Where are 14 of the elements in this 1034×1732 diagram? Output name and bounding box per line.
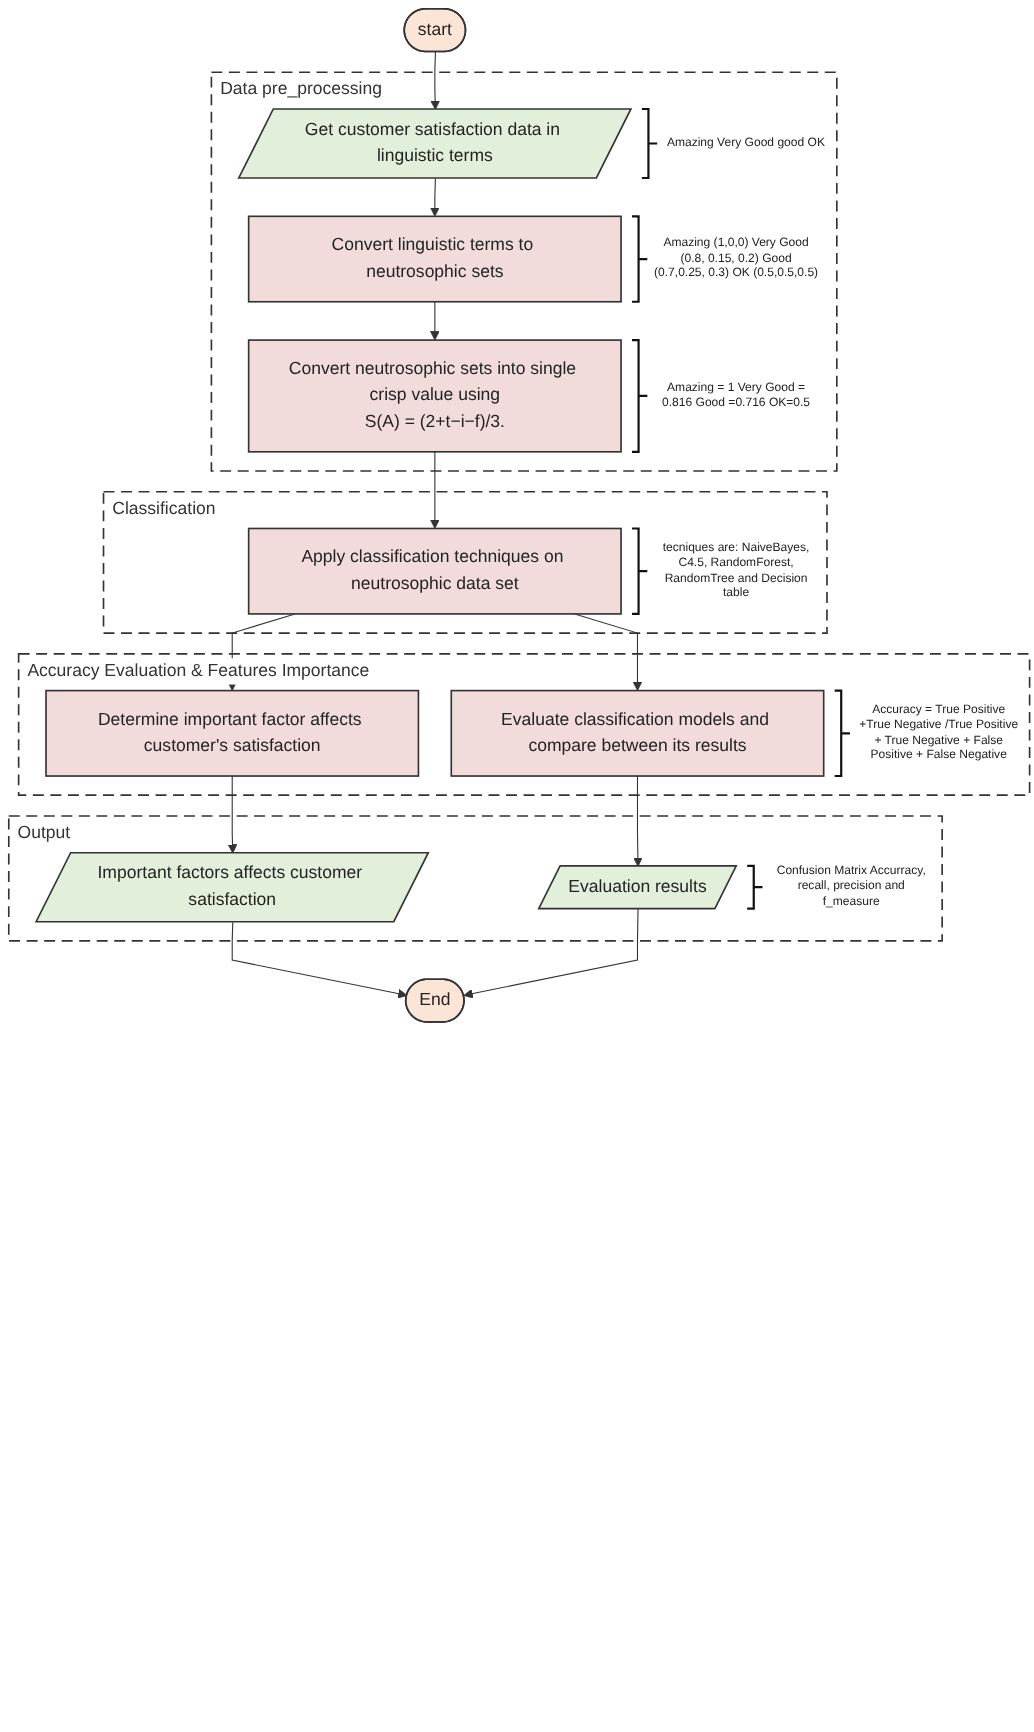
node-box: Convert linguistic terms to neutrosophic sets [247, 215, 622, 303]
arrow [231, 921, 408, 999]
arrow [430, 51, 440, 110]
arrow [463, 908, 639, 999]
node-box: Apply classification techniques on neutrosophic data set [247, 527, 622, 615]
node-box: Evaluate classification models and compare between its results [450, 689, 825, 777]
node-box: Determine important factor affects customer's satisfaction [45, 689, 420, 777]
node-box: Convert neutrosophic sets into single crisp value using S(A) = (2+t−i−f)/3. [247, 339, 622, 453]
arrow [574, 613, 643, 692]
arrow [430, 451, 440, 529]
arrow [633, 775, 643, 867]
arrow [227, 775, 238, 854]
arrow [430, 178, 440, 217]
arrow [430, 301, 440, 341]
